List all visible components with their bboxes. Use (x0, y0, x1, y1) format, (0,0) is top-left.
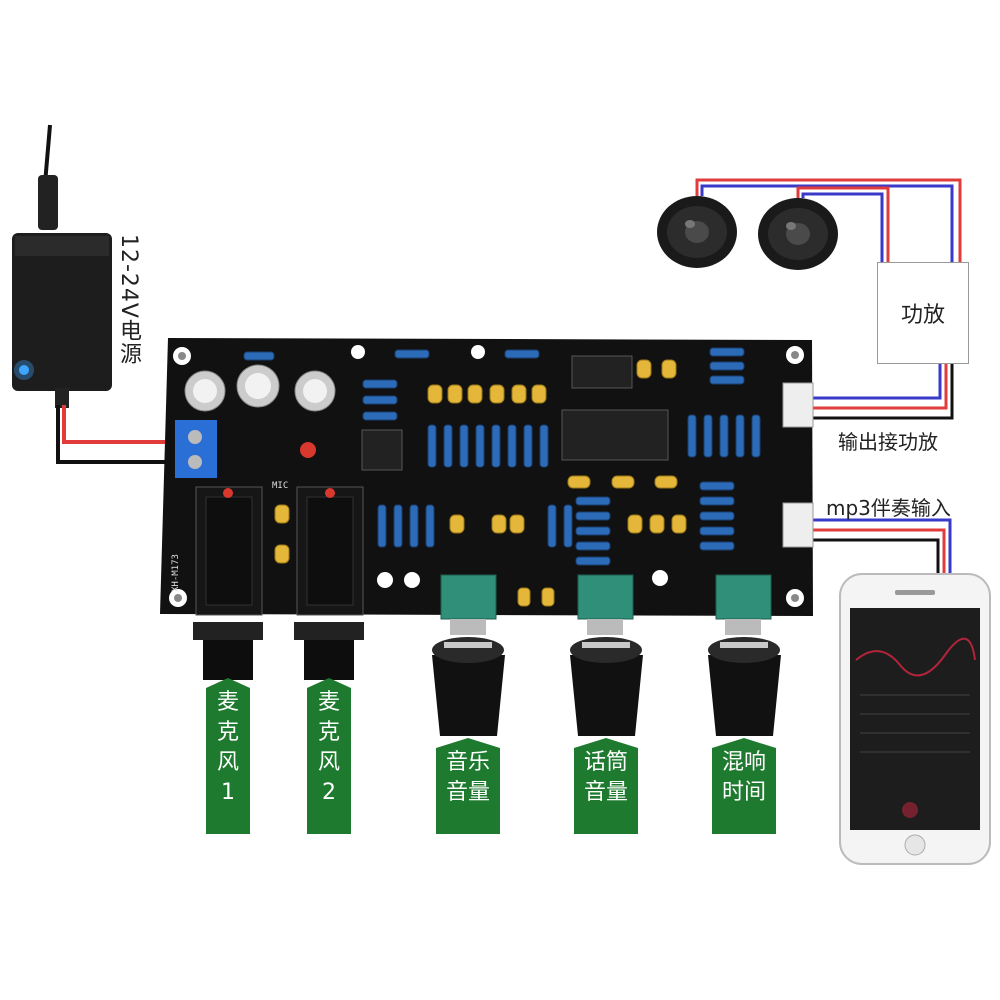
output-label: 输出接功放 (838, 430, 938, 454)
knob-icon (432, 637, 505, 736)
badge-music-volume: 音乐音量 (436, 738, 500, 834)
pcb-board: MIC XH-M173 (160, 338, 814, 616)
phone-icon (839, 573, 991, 865)
output-wires (812, 362, 954, 420)
badge-mic-volume: 话筒音量 (574, 738, 638, 834)
power-wires (56, 405, 180, 464)
amplifier-box: 功放 (877, 262, 969, 364)
music-volume-knob[interactable] (432, 574, 505, 736)
power-adapter-icon (12, 124, 112, 408)
power-label: 12-24V电源 (116, 234, 141, 365)
speaker-icon (758, 198, 838, 270)
input-label: mp3伴奏输入 (826, 496, 951, 520)
speaker-wires (695, 178, 962, 262)
mic1-jack-nut (193, 622, 263, 680)
reverb-time-knob[interactable] (708, 574, 781, 736)
jack-icon (296, 486, 364, 616)
knob-icon (570, 637, 643, 736)
mic-volume-knob[interactable] (570, 574, 643, 736)
speaker-icon (657, 196, 737, 268)
jack-icon (195, 486, 263, 616)
pcb-mic-mark: MIC (272, 481, 288, 491)
pcb-model-mark: XH-M173 (171, 554, 181, 592)
knob-icon (708, 637, 781, 736)
badge-reverb-time: 混响时间 (712, 738, 776, 834)
mic2-jack-nut (294, 622, 364, 680)
amplifier-label: 功放 (900, 303, 945, 328)
